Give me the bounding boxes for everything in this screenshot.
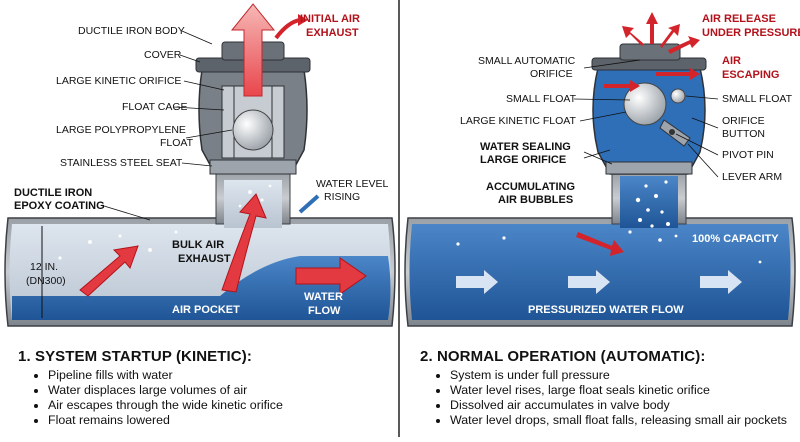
label-air: AIR: [722, 55, 741, 67]
list-item: Water level drops, small float falls, re…: [450, 413, 787, 428]
label-ductile-iron: DUCTILE IRON: [14, 187, 92, 199]
right-pipe-water: [409, 224, 791, 320]
label-orifice-button: ORIFICE: [722, 115, 765, 127]
startup-caption: 1. SYSTEM STARTUP (KINETIC): Pipeline fi…: [18, 348, 283, 428]
label-flow: FLOW: [308, 305, 341, 317]
label-pressurized-flow: PRESSURIZED WATER FLOW: [528, 304, 684, 316]
water-flow-arrow: [295, 257, 367, 295]
air-escaping-arrows: [604, 68, 700, 92]
left-diagram: DUCTILE IRON BODY COVER LARGE KINETIC OR…: [4, 3, 396, 327]
right-riser-water: [620, 176, 678, 228]
right-seat: [605, 161, 693, 175]
label-bulk-air: BULK AIR: [172, 239, 224, 251]
initial-air-arrow: [230, 3, 276, 97]
list-item: Float remains lowered: [48, 413, 283, 428]
label-cover: COVER: [144, 49, 182, 61]
bulk-air-arrow: [221, 193, 267, 293]
label-epoxy-coating: EPOXY COATING: [14, 200, 105, 212]
water-level-arrow: [298, 194, 320, 214]
left-leader-lines: [173, 30, 233, 167]
operation-caption: 2. NORMAL OPERATION (AUTOMATIC): System …: [420, 348, 787, 428]
right-small-float: [670, 88, 686, 104]
right-large-float: [623, 82, 667, 126]
list-item: Pipeline fills with water: [48, 368, 283, 383]
initial-air-curl: [274, 18, 301, 40]
label-float: FLOAT: [160, 137, 194, 149]
air-release-arrows: [622, 12, 700, 54]
left-bubbles: [58, 184, 272, 260]
label-button: BUTTON: [722, 128, 765, 140]
label-small-float-left: SMALL FLOAT: [506, 93, 577, 105]
left-seat: [209, 159, 297, 175]
pipe-air-arrow: [79, 245, 139, 297]
label-pipe-size: 12 IN.: [30, 261, 58, 273]
list-item: System is under full pressure: [450, 368, 787, 383]
label-capacity: 100% CAPACITY: [692, 233, 779, 245]
right-lever-arm: [659, 119, 691, 147]
right-diagram: AIR RELEASE UNDER PRESSURE SMALL AUTOMAT…: [404, 12, 800, 327]
label-pivot-pin: PIVOT PIN: [722, 149, 774, 161]
label-large-kinetic-float: LARGE KINETIC FLOAT: [460, 115, 576, 127]
label-large-polypropylene: LARGE POLYPROPYLENE: [56, 124, 186, 136]
operation-title: 2. NORMAL OPERATION (AUTOMATIC):: [420, 348, 706, 365]
label-air-release: AIR RELEASE: [702, 13, 776, 25]
list-item: Air escapes through the wide kinetic ori…: [48, 398, 283, 413]
label-air-bubbles: AIR BUBBLES: [498, 194, 573, 206]
right-flow-arrows: [456, 270, 742, 294]
label-air-pocket: AIR POCKET: [172, 304, 240, 316]
label-bulk-air-exhaust: EXHAUST: [178, 253, 231, 265]
bubble-arrow: [576, 232, 624, 256]
operation-bullets: System is under full pressure Water leve…: [420, 368, 787, 428]
right-bubbles: [456, 180, 762, 264]
label-orifice: ORIFICE: [530, 68, 573, 80]
label-stainless-steel-seat: STAINLESS STEEL SEAT: [60, 157, 183, 169]
label-water-level: WATER LEVEL: [316, 178, 389, 190]
label-initial-air-exhaust: EXHAUST: [306, 27, 359, 39]
startup-bullets: Pipeline fills with water Water displace…: [18, 368, 283, 428]
label-small-automatic: SMALL AUTOMATIC: [478, 55, 576, 67]
label-float-cage: FLOAT CAGE: [122, 101, 188, 113]
label-rising: RISING: [324, 191, 360, 203]
right-leader-lines: [573, 59, 719, 178]
label-pipe-dn: (DN300): [26, 275, 66, 287]
label-escaping: ESCAPING: [722, 69, 779, 81]
label-water-sealing: WATER SEALING: [480, 141, 571, 153]
startup-title: 1. SYSTEM STARTUP (KINETIC):: [18, 348, 252, 365]
list-item: Water displaces large volumes of air: [48, 383, 283, 398]
label-large-kinetic-orifice: LARGE KINETIC ORIFICE: [56, 75, 181, 87]
left-float-ball: [232, 109, 274, 151]
label-under-pressure: UNDER PRESSURE: [702, 27, 800, 39]
label-accumulating: ACCUMULATING: [486, 181, 575, 193]
label-ductile-iron-body: DUCTILE IRON BODY: [78, 25, 185, 37]
label-large-orifice: LARGE ORIFICE: [480, 154, 566, 166]
label-initial-air: INITIAL AIR: [300, 13, 360, 25]
label-lever-arm: LEVER ARM: [722, 171, 782, 183]
label-small-float-right: SMALL FLOAT: [722, 93, 793, 105]
label-water: WATER: [304, 291, 343, 303]
list-item: Water level rises, large float seals kin…: [450, 383, 787, 398]
list-item: Dissolved air accumulates in valve body: [450, 398, 787, 413]
right-pivot-pin: [669, 129, 675, 135]
